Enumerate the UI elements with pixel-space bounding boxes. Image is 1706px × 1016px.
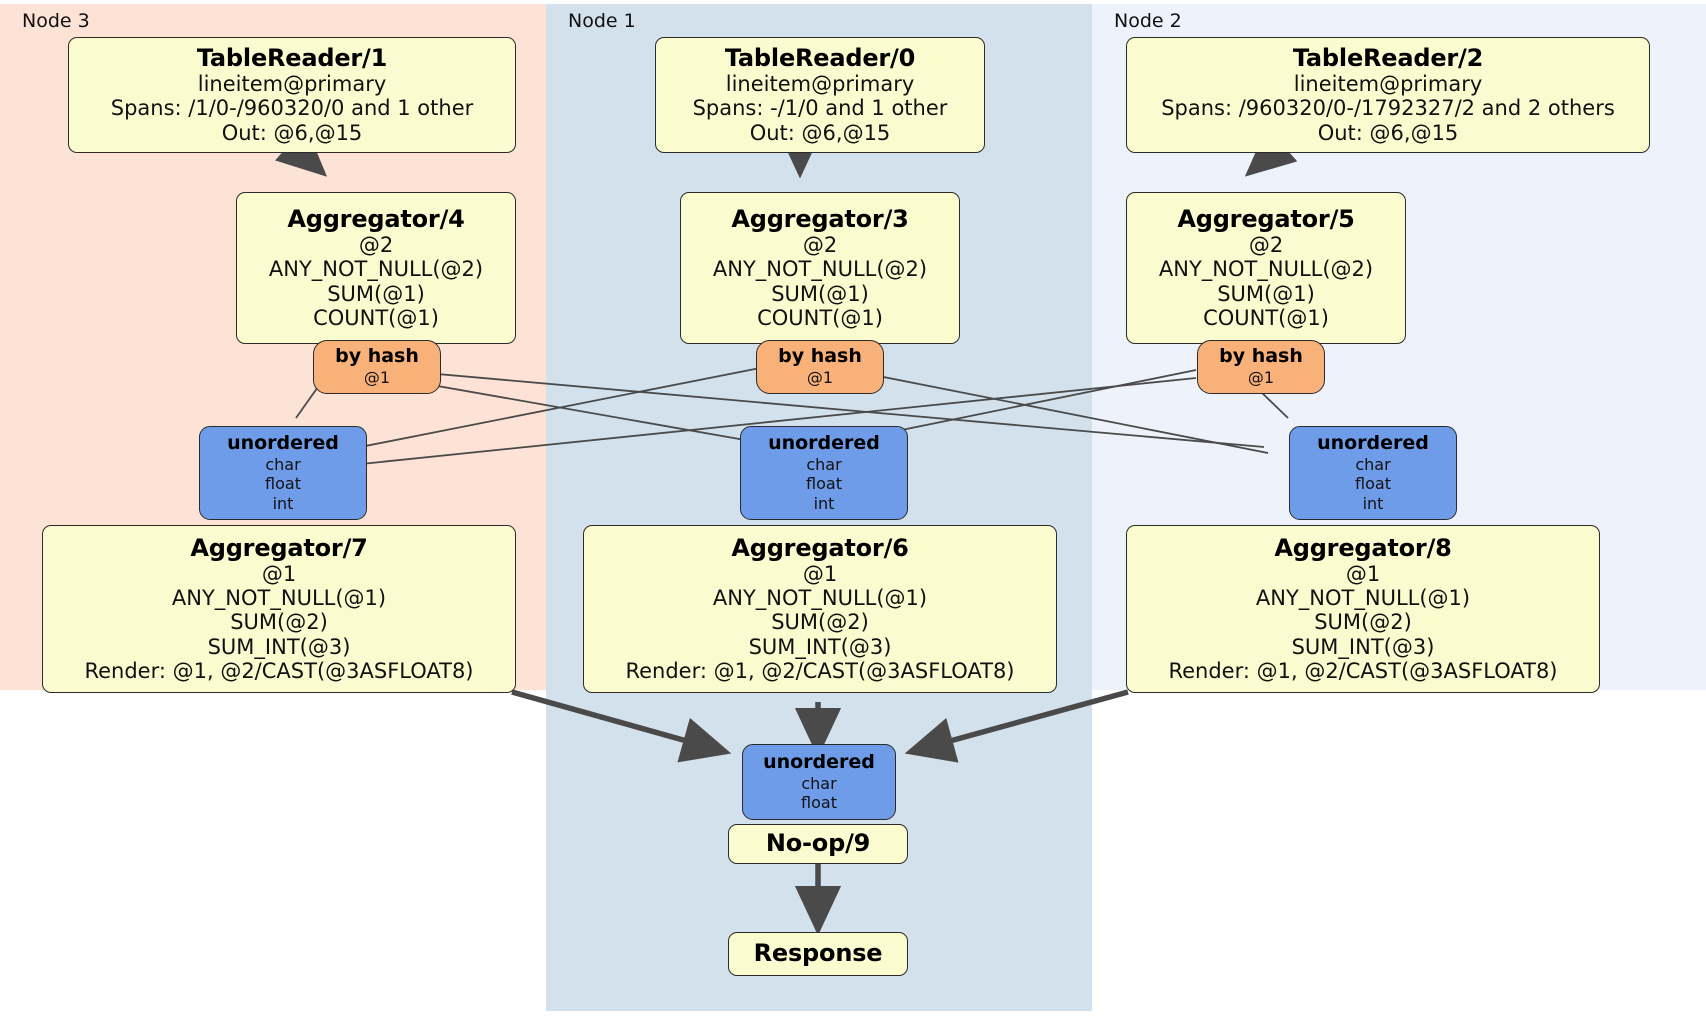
router-detail: char bbox=[801, 773, 837, 793]
router-by-hash-right[interactable]: by hash @1 bbox=[1197, 340, 1325, 394]
processor-detail: SUM_INT(@3) bbox=[207, 634, 351, 659]
router-by-hash-left[interactable]: by hash @1 bbox=[313, 340, 441, 394]
router-detail: @1 bbox=[806, 368, 834, 388]
router-detail: char bbox=[806, 455, 842, 475]
router-title: unordered bbox=[1317, 432, 1429, 455]
processor-detail: SUM_INT(@3) bbox=[1291, 634, 1435, 659]
router-title: unordered bbox=[763, 750, 875, 773]
router-title: by hash bbox=[1219, 345, 1303, 368]
processor-title: TableReader/1 bbox=[196, 43, 388, 72]
processor-detail: ANY_NOT_NULL(@1) bbox=[1255, 586, 1471, 611]
processor-detail: COUNT(@1) bbox=[313, 305, 439, 330]
processor-detail: SUM(@2) bbox=[230, 610, 328, 635]
node-region-label-node2: Node 2 bbox=[1114, 10, 1182, 32]
processor-title: TableReader/2 bbox=[1292, 43, 1484, 72]
processor-title: TableReader/0 bbox=[724, 43, 916, 72]
processor-detail: SUM(@1) bbox=[771, 281, 869, 306]
processor-detail: COUNT(@1) bbox=[757, 305, 883, 330]
processor-detail: @2 bbox=[1248, 232, 1284, 257]
processor-detail: ANY_NOT_NULL(@2) bbox=[1158, 257, 1374, 282]
processor-noop-9[interactable]: No-op/9 bbox=[728, 824, 908, 864]
router-detail: @1 bbox=[363, 368, 391, 388]
processor-aggregator-6[interactable]: Aggregator/6 @1 ANY_NOT_NULL(@1) SUM(@2)… bbox=[583, 525, 1057, 693]
router-detail: @1 bbox=[1247, 368, 1275, 388]
processor-detail: SUM(@2) bbox=[771, 610, 869, 635]
processor-tablereader-1[interactable]: TableReader/1 lineitem@primary Spans: /1… bbox=[68, 37, 516, 153]
router-title: unordered bbox=[768, 432, 880, 455]
router-title: by hash bbox=[778, 345, 862, 368]
processor-title: Aggregator/8 bbox=[1274, 533, 1452, 562]
processor-detail: Out: @6,@15 bbox=[749, 120, 891, 145]
processor-detail: SUM(@1) bbox=[1217, 281, 1315, 306]
router-detail: int bbox=[272, 493, 294, 513]
router-unordered-final[interactable]: unordered char float bbox=[742, 744, 896, 820]
router-detail: float bbox=[806, 474, 842, 494]
processor-detail: @1 bbox=[261, 561, 297, 586]
processor-detail: Spans: /960320/0-/1792327/2 and 2 others bbox=[1161, 96, 1615, 121]
processor-detail: Spans: -/1/0 and 1 other bbox=[692, 96, 948, 121]
processor-title: Aggregator/5 bbox=[1177, 204, 1355, 233]
node-region-label-node3: Node 3 bbox=[22, 10, 90, 32]
processor-tablereader-0[interactable]: TableReader/0 lineitem@primary Spans: -/… bbox=[655, 37, 985, 153]
router-unordered-right[interactable]: unordered char float int bbox=[1289, 426, 1457, 520]
processor-aggregator-8[interactable]: Aggregator/8 @1 ANY_NOT_NULL(@1) SUM(@2)… bbox=[1126, 525, 1600, 693]
processor-detail: ANY_NOT_NULL(@1) bbox=[171, 586, 387, 611]
router-detail: int bbox=[1362, 493, 1384, 513]
processor-detail: Out: @6,@15 bbox=[221, 120, 363, 145]
router-detail: int bbox=[813, 493, 835, 513]
processor-detail: ANY_NOT_NULL(@1) bbox=[712, 586, 928, 611]
processor-tablereader-2[interactable]: TableReader/2 lineitem@primary Spans: /9… bbox=[1126, 37, 1650, 153]
processor-aggregator-4[interactable]: Aggregator/4 @2 ANY_NOT_NULL(@2) SUM(@1)… bbox=[236, 192, 516, 344]
processor-detail: ANY_NOT_NULL(@2) bbox=[712, 257, 928, 282]
processor-title: Aggregator/6 bbox=[731, 533, 909, 562]
processor-detail: Render: @1, @2/CAST(@3ASFLOAT8) bbox=[1168, 659, 1558, 684]
router-detail: float bbox=[265, 474, 301, 494]
processor-detail: ANY_NOT_NULL(@2) bbox=[268, 257, 484, 282]
processor-title: Aggregator/7 bbox=[190, 533, 368, 562]
processor-detail: lineitem@primary bbox=[197, 72, 387, 97]
processor-detail: @2 bbox=[358, 232, 394, 257]
router-unordered-mid[interactable]: unordered char float int bbox=[740, 426, 908, 520]
processor-title: Aggregator/4 bbox=[287, 204, 465, 233]
processor-title: Aggregator/3 bbox=[731, 204, 909, 233]
processor-detail: lineitem@primary bbox=[1293, 72, 1483, 97]
processor-aggregator-7[interactable]: Aggregator/7 @1 ANY_NOT_NULL(@1) SUM(@2)… bbox=[42, 525, 516, 693]
processor-detail: SUM(@2) bbox=[1314, 610, 1412, 635]
processor-title: Response bbox=[753, 939, 883, 968]
router-detail: float bbox=[801, 792, 837, 812]
processor-detail: @2 bbox=[802, 232, 838, 257]
processor-detail: Spans: /1/0-/960320/0 and 1 other bbox=[110, 96, 474, 121]
router-detail: char bbox=[1355, 455, 1391, 475]
router-unordered-left[interactable]: unordered char float int bbox=[199, 426, 367, 520]
processor-aggregator-3[interactable]: Aggregator/3 @2 ANY_NOT_NULL(@2) SUM(@1)… bbox=[680, 192, 960, 344]
processor-aggregator-5[interactable]: Aggregator/5 @2 ANY_NOT_NULL(@2) SUM(@1)… bbox=[1126, 192, 1406, 344]
router-detail: float bbox=[1355, 474, 1391, 494]
processor-title: No-op/9 bbox=[765, 829, 871, 858]
processor-detail: COUNT(@1) bbox=[1203, 305, 1329, 330]
processor-detail: lineitem@primary bbox=[725, 72, 915, 97]
node-region-label-node1: Node 1 bbox=[568, 10, 636, 32]
processor-detail: SUM_INT(@3) bbox=[748, 634, 892, 659]
router-title: by hash bbox=[335, 345, 419, 368]
processor-detail: Out: @6,@15 bbox=[1317, 120, 1459, 145]
router-by-hash-mid[interactable]: by hash @1 bbox=[756, 340, 884, 394]
router-title: unordered bbox=[227, 432, 339, 455]
processor-detail: Render: @1, @2/CAST(@3ASFLOAT8) bbox=[625, 659, 1015, 684]
processor-detail: SUM(@1) bbox=[327, 281, 425, 306]
router-detail: char bbox=[265, 455, 301, 475]
processor-detail: @1 bbox=[802, 561, 838, 586]
processor-response[interactable]: Response bbox=[728, 932, 908, 976]
processor-detail: Render: @1, @2/CAST(@3ASFLOAT8) bbox=[84, 659, 474, 684]
processor-detail: @1 bbox=[1345, 561, 1381, 586]
